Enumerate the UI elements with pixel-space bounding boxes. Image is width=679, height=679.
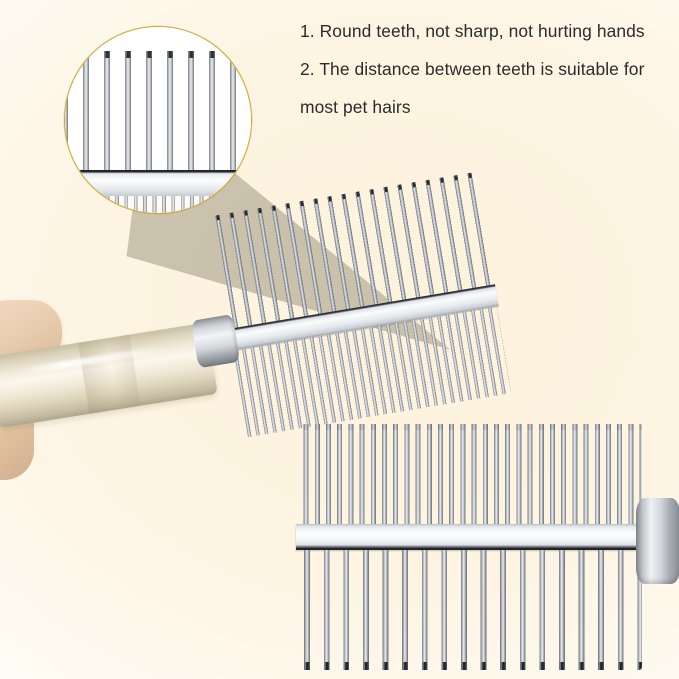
magnifier-spine-bar (65, 170, 251, 196)
feature-line-1: 1. Round teeth, not sharp, not hurting h… (300, 21, 645, 41)
comb-main (186, 172, 512, 438)
comb-bottom-spine-bar (296, 524, 648, 550)
comb-main-ferrule (190, 314, 241, 369)
magnifier-rounded-tips (65, 51, 251, 58)
feature-line-2: 2. The distance between teeth is suitabl… (300, 59, 645, 79)
comb-bottom-fine-tips (302, 424, 642, 430)
handle-waist-shading (77, 334, 141, 414)
magnifier-circle (64, 26, 252, 214)
feature-text-block: 1. Round teeth, not sharp, not hurting h… (300, 12, 672, 126)
comb-bottom-fine-teeth (302, 424, 642, 530)
magnifier-fine-teeth (65, 196, 251, 213)
comb-bottom-ferrule (636, 498, 679, 584)
comb-bottom-coarse-teeth (302, 550, 642, 670)
magnifier-coarse-teeth (65, 51, 251, 173)
feature-line-3: most pet hairs (300, 97, 411, 117)
comb-bottom (296, 424, 679, 672)
comb-bottom-coarse-tips (302, 662, 642, 670)
